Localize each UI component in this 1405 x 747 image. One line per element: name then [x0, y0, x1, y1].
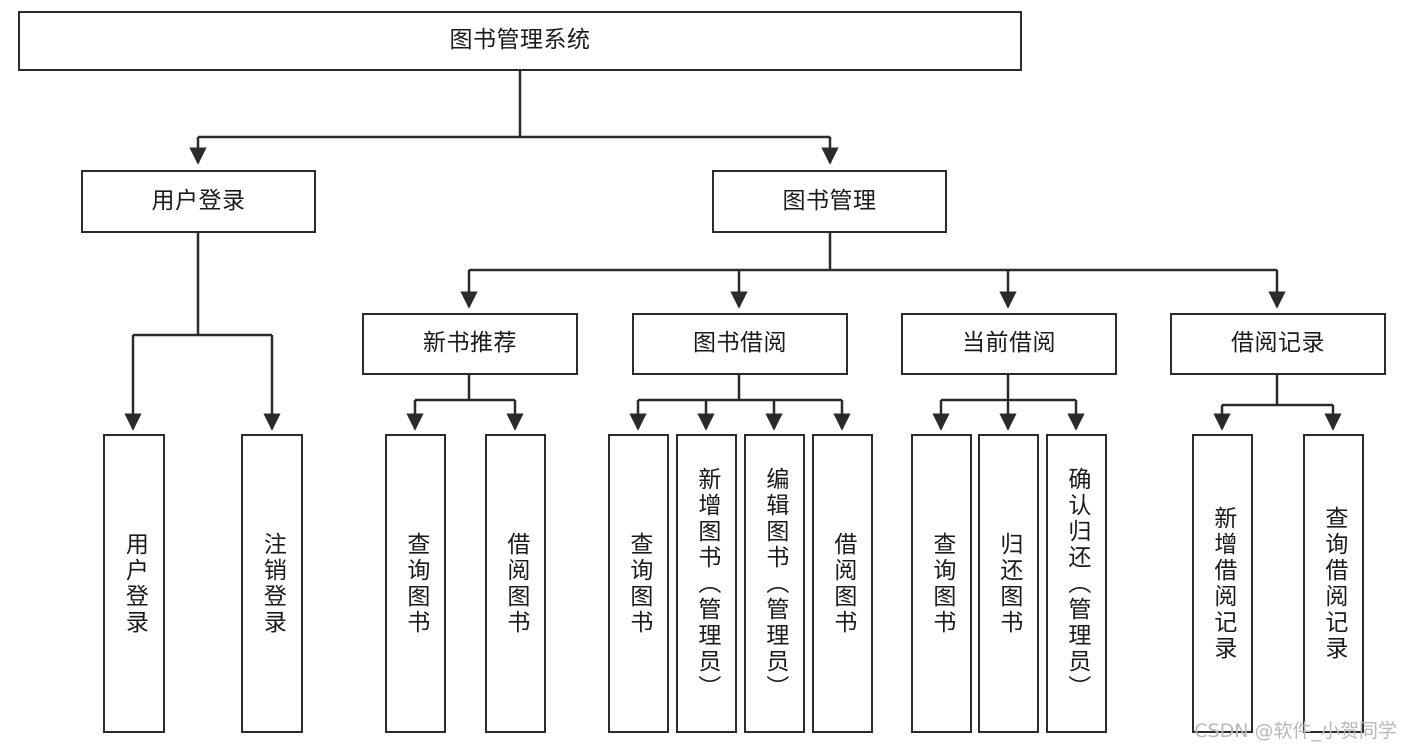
- node-user-login-label: 用户登录: [151, 187, 246, 214]
- node-leaf-logout-label: 注销登录: [259, 531, 286, 636]
- node-borrow-record[interactable]: 借阅记录: [1170, 313, 1386, 375]
- node-leaf-borrow-book-1[interactable]: 借阅图书: [485, 434, 546, 733]
- node-new-book-rec-label: 新书推荐: [423, 330, 517, 357]
- node-leaf-query-book-2[interactable]: 查询图书: [608, 434, 669, 733]
- node-leaf-add-record-label: 新增借阅记录: [1209, 505, 1236, 662]
- node-leaf-add-book-label: 新增图书（管理员）: [693, 466, 720, 701]
- node-leaf-edit-book[interactable]: 编辑图书（管理员）: [744, 434, 805, 733]
- node-new-book-rec[interactable]: 新书推荐: [362, 313, 578, 375]
- node-leaf-confirm-return[interactable]: 确认归还（管理员）: [1046, 434, 1107, 733]
- node-root-label: 图书管理系统: [449, 27, 591, 54]
- node-leaf-confirm-return-label: 确认归还（管理员）: [1063, 466, 1090, 701]
- node-leaf-borrow-book-2-label: 借阅图书: [829, 531, 856, 636]
- node-leaf-query-record-label: 查询借阅记录: [1320, 505, 1347, 662]
- node-leaf-query-record[interactable]: 查询借阅记录: [1303, 434, 1364, 733]
- node-book-manage[interactable]: 图书管理: [712, 170, 947, 233]
- node-book-manage-label: 图书管理: [782, 187, 877, 214]
- node-leaf-query-book-3[interactable]: 查询图书: [911, 434, 972, 733]
- node-leaf-query-book-1[interactable]: 查询图书: [385, 434, 446, 733]
- node-leaf-add-record[interactable]: 新增借阅记录: [1192, 434, 1253, 733]
- node-leaf-borrow-book-2[interactable]: 借阅图书: [812, 434, 873, 733]
- node-leaf-logout[interactable]: 注销登录: [241, 434, 303, 733]
- node-user-login[interactable]: 用户登录: [81, 170, 316, 233]
- node-leaf-borrow-book-1-label: 借阅图书: [502, 531, 529, 636]
- node-current-borrow[interactable]: 当前借阅: [901, 313, 1117, 375]
- node-leaf-edit-book-label: 编辑图书（管理员）: [761, 466, 788, 701]
- node-book-borrow-label: 图书借阅: [693, 330, 787, 357]
- node-root[interactable]: 图书管理系统: [18, 11, 1022, 71]
- node-book-borrow[interactable]: 图书借阅: [632, 313, 848, 375]
- node-leaf-return-book-label: 归还图书: [995, 531, 1022, 636]
- node-leaf-query-book-3-label: 查询图书: [928, 531, 955, 636]
- node-current-borrow-label: 当前借阅: [962, 330, 1056, 357]
- node-leaf-add-book[interactable]: 新增图书（管理员）: [676, 434, 737, 733]
- node-leaf-user-login-label: 用户登录: [121, 531, 148, 636]
- node-leaf-query-book-2-label: 查询图书: [625, 531, 652, 636]
- node-leaf-user-login[interactable]: 用户登录: [103, 434, 165, 733]
- node-borrow-record-label: 借阅记录: [1231, 330, 1325, 357]
- csdn-watermark: CSDN @软件_小贺同学: [1194, 720, 1397, 742]
- node-leaf-query-book-1-label: 查询图书: [402, 531, 429, 636]
- node-leaf-return-book[interactable]: 归还图书: [978, 434, 1039, 733]
